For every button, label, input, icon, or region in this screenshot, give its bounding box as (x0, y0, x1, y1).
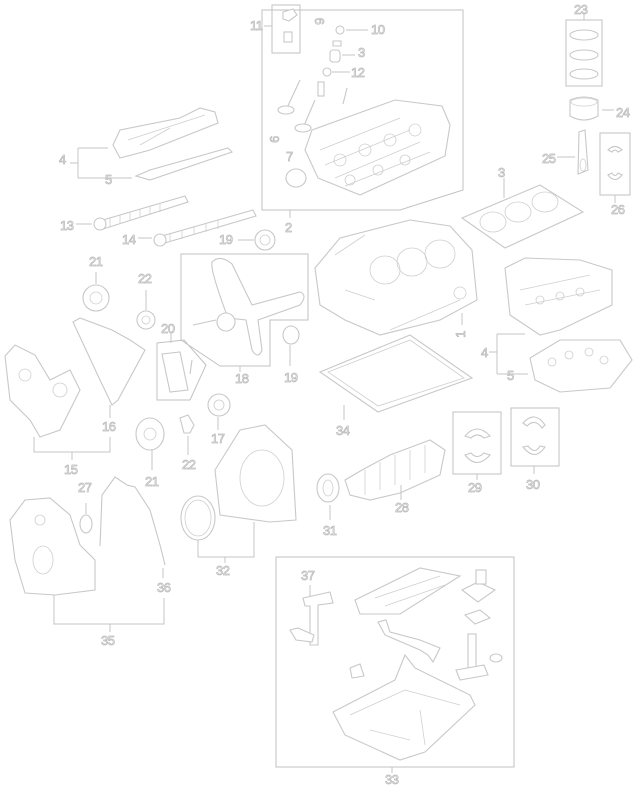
callout-16[interactable]: 16 (102, 419, 117, 434)
callout-21[interactable]: 21 (145, 474, 160, 489)
callout-19[interactable]: 19 (284, 370, 299, 385)
callout-24[interactable]: 24 (616, 105, 631, 120)
callout-10[interactable]: 10 (371, 22, 386, 37)
callout-5[interactable]: 5 (507, 368, 515, 383)
engine-block[interactable] (314, 219, 478, 336)
callout-3[interactable]: 3 (358, 45, 366, 60)
callout-34[interactable]: 34 (336, 423, 351, 438)
callout-7[interactable]: 7 (286, 149, 294, 164)
callout-33[interactable]: 33 (385, 772, 400, 787)
head-gasket[interactable] (460, 178, 585, 249)
callout-37[interactable]: 37 (301, 568, 316, 583)
callout-31[interactable]: 31 (323, 523, 338, 538)
callout-30[interactable]: 30 (526, 477, 541, 492)
timing-belt-group[interactable] (180, 253, 309, 372)
valve-cover-right[interactable] (489, 257, 633, 393)
callout-6[interactable]: 6 (266, 136, 282, 144)
callout-13[interactable]: 13 (60, 218, 75, 233)
callout-25[interactable]: 25 (542, 151, 557, 166)
crankshaft-group[interactable] (316, 407, 560, 520)
callout-14[interactable]: 14 (122, 232, 137, 247)
callout-27[interactable]: 27 (78, 480, 93, 495)
sprockets-lower[interactable] (135, 393, 231, 470)
callout-26[interactable]: 26 (611, 202, 626, 217)
callout-5[interactable]: 5 (105, 172, 113, 187)
sprockets-upper[interactable] (82, 272, 156, 330)
callout-28[interactable]: 28 (395, 500, 410, 515)
callout-35[interactable]: 35 (101, 633, 116, 648)
tensioner-group[interactable] (156, 333, 207, 401)
callout-2[interactable]: 2 (285, 220, 293, 235)
callout-1[interactable]: 1 (452, 331, 468, 339)
callout-22[interactable]: 22 (138, 271, 153, 286)
oil-pan-group[interactable] (275, 556, 515, 773)
oil-pump-group[interactable] (9, 476, 166, 632)
callout-4[interactable]: 4 (481, 345, 489, 360)
callout-18[interactable]: 18 (235, 371, 250, 386)
oil-pan-gasket[interactable] (318, 334, 474, 420)
piston-group[interactable] (557, 14, 631, 203)
callout-9[interactable]: 9 (311, 18, 327, 26)
callout-19[interactable]: 19 (219, 232, 234, 247)
callout-17[interactable]: 17 (211, 431, 226, 446)
callout-36[interactable]: 36 (157, 580, 172, 595)
callout-32[interactable]: 32 (216, 563, 231, 578)
callout-3[interactable]: 3 (498, 165, 506, 180)
callout-15[interactable]: 15 (64, 462, 79, 477)
callout-22[interactable]: 22 (182, 457, 197, 472)
cylinder-head-group[interactable] (261, 4, 464, 218)
valve-cover-left[interactable] (70, 107, 234, 181)
timing-cover[interactable] (4, 317, 146, 460)
camshafts[interactable] (76, 195, 276, 251)
rear-main-seal-group[interactable] (180, 424, 297, 563)
callout-21[interactable]: 21 (89, 254, 104, 269)
callout-20[interactable]: 20 (161, 321, 176, 336)
callout-29[interactable]: 29 (468, 480, 483, 495)
callout-11[interactable]: 11 (250, 18, 264, 33)
callout-12[interactable]: 12 (351, 65, 366, 80)
callout-4[interactable]: 4 (59, 152, 67, 167)
callout-23[interactable]: 23 (574, 2, 589, 17)
